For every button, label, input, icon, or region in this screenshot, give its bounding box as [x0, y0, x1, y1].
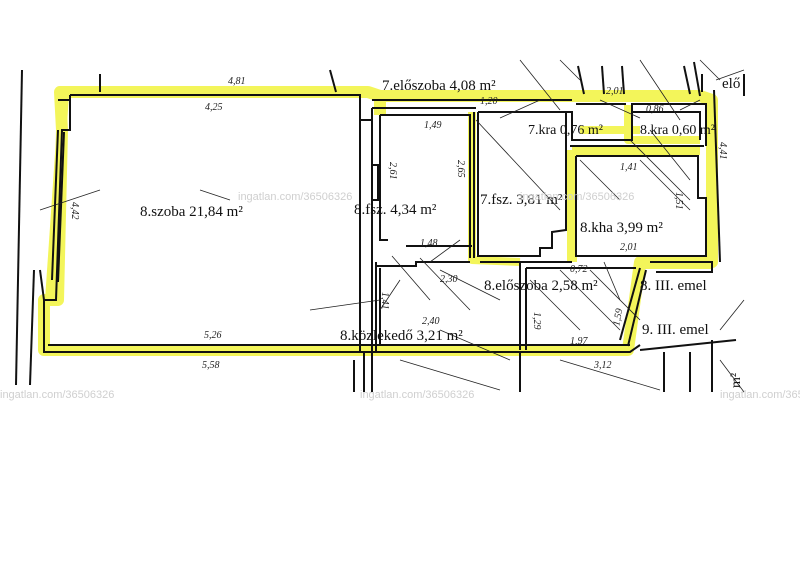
- label-szoba: 8.szoba 21,84 m²: [140, 204, 243, 220]
- dim-elo8-bottom: 1,97: [570, 336, 589, 347]
- watermark-3: ingatlan.com/36506326: [0, 389, 114, 401]
- dim-bottom-inner: 5,26: [204, 330, 222, 341]
- dim-kra-inner: 0,86: [646, 104, 664, 115]
- label-kozlekedo: 8.közlekedő 3,21 m²: [340, 328, 463, 344]
- label-emelet-9: 9. III. emel: [642, 322, 709, 338]
- watermarks: ingatlan.com/36506326 ingatlan.com/36506…: [0, 191, 800, 401]
- dimension-labels: 4,81 4,25 5,26 5,58 4,42 1,49 2,61 1,48 …: [69, 76, 728, 371]
- dim-top-inner: 4,25: [205, 102, 223, 113]
- watermark-5: ingatlan.com/36506326: [720, 389, 800, 401]
- dim-kra-top: 2,01: [606, 86, 624, 97]
- dim-kozl-mid: 2,30: [440, 274, 458, 285]
- dim-kha-width: 1,41: [620, 162, 638, 173]
- dim-bottom-right: 3,12: [593, 360, 612, 371]
- label-kra-7: 7.kra 0,76 m²: [528, 123, 603, 138]
- watermark-1: ingatlan.com/36506326: [238, 191, 352, 203]
- dim-misc-b: 4,41: [717, 142, 728, 160]
- dim-eloszoba7-width: 1,20: [480, 96, 498, 107]
- dim-elo8-right: 1,59: [611, 308, 625, 327]
- label-eloszoba-7: 7.előszoba 4,08 m²: [382, 78, 496, 94]
- room-labels: 8.szoba 21,84 m² 8.fsz. 4,34 m² 7.fsz. 3…: [140, 76, 744, 388]
- label-fsz-7: 7.fsz. 3,81 m²: [480, 192, 563, 208]
- hatching: [39, 59, 745, 393]
- dim-fsz7-height: 2,65: [455, 160, 466, 178]
- dim-fsz8-bottom: 1,48: [420, 238, 438, 249]
- dim-misc-a: 0,72: [570, 264, 588, 275]
- watermark-4: ingatlan.com/36506326: [360, 389, 474, 401]
- dim-top-outer: 4,81: [228, 76, 246, 87]
- label-elo-cut: elő: [722, 76, 740, 92]
- dim-kha-right: 1,51: [673, 192, 684, 210]
- label-eloszoba-8: 8.előszoba 2,58 m²: [484, 278, 598, 294]
- dim-kozl-left: 1,41: [379, 292, 390, 310]
- label-kha: 8.kha 3,99 m²: [580, 220, 663, 236]
- label-emelet-8: 8. III. emel: [640, 278, 707, 294]
- dim-kozl-bottom: 2,40: [422, 316, 440, 327]
- dim-kha-bottom: 2,01: [620, 242, 638, 253]
- label-fsz-8: 8.fsz. 4,34 m²: [354, 202, 437, 218]
- label-m2-cut: m²: [729, 373, 744, 388]
- dim-left-wall: 4,42: [69, 202, 80, 220]
- dim-fsz8-width: 1,49: [424, 120, 442, 131]
- dim-bottom-outer: 5,58: [202, 360, 220, 371]
- label-kra-8: 8.kra 0,60 m²: [640, 123, 715, 138]
- dim-fsz8-height: 2,61: [387, 162, 398, 180]
- watermark-2: ingatlan.com/36506326: [520, 191, 634, 203]
- dim-kozl-right: 1,29: [531, 312, 542, 330]
